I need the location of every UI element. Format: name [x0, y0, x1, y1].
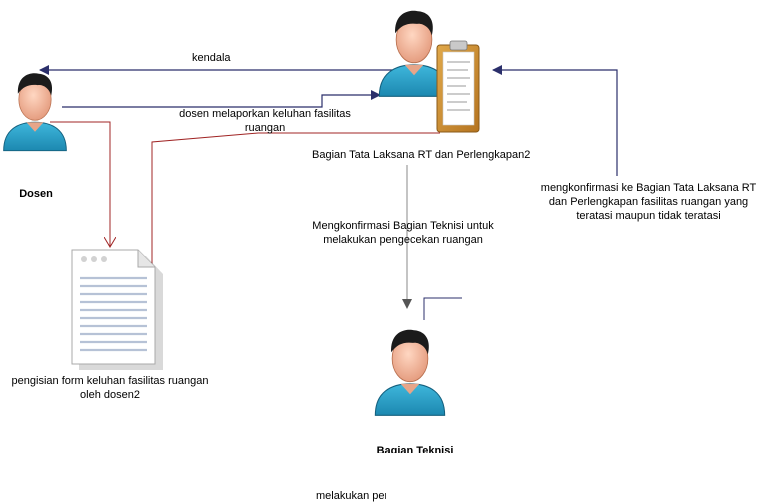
confirm-status-line1: mengkonfirmasi ke Bagian Tata Laksana RT [540, 182, 757, 194]
arrow-confirm-status [492, 65, 618, 176]
form-document-icon [71, 249, 163, 370]
melaporkan-line1: dosen melaporkan keluhan fasilitas [179, 108, 351, 120]
melaporkan-line2: ruangan [244, 122, 286, 134]
dosen-icon [3, 72, 67, 152]
teknisi-label: Bagian Teknisi [376, 445, 454, 453]
arrow-dosen-to-form [50, 121, 110, 247]
melakukan-label: melakukan pengecekan [316, 490, 386, 502]
bagian-teknisi-icon [374, 329, 446, 416]
form-label-line1: pengisian form keluhan fasilitas ruangan [11, 375, 209, 387]
confirm-status-line2: dan Perlengkapan fasilitas ruangan yang [548, 196, 749, 208]
form-label-line2: oleh dosen2 [80, 389, 140, 398]
confirm-teknisi-line1: Mengkonfirmasi Bagian Teknisi untuk [312, 220, 494, 232]
confirm-status-line3: teratasi maupun tidak teratasi [576, 210, 721, 222]
confirm-status-label: mengkonfirmasi ke Bagian Tata Laksana RT… [530, 181, 767, 223]
clipboard-icon [436, 40, 480, 133]
confirm-teknisi-line2: melakukan pengecekan ruangan [323, 234, 483, 246]
arrow-form-to-tatalaksana [151, 132, 440, 268]
confirm-teknisi-label: Mengkonfirmasi Bagian Teknisi untuk mela… [303, 219, 503, 247]
arrow-status-return [423, 297, 462, 320]
dosen-label: Dosen [19, 188, 53, 200]
melaporkan-label: dosen melaporkan keluhan fasilitas ruang… [160, 107, 370, 135]
tata-laksana-label: Bagian Tata Laksana RT dan Perlengkapan2 [312, 149, 531, 161]
arrow-melaporkan [62, 90, 381, 108]
form-label: pengisian form keluhan fasilitas ruangan… [2, 374, 218, 398]
kendala-label: kendala [192, 52, 231, 64]
